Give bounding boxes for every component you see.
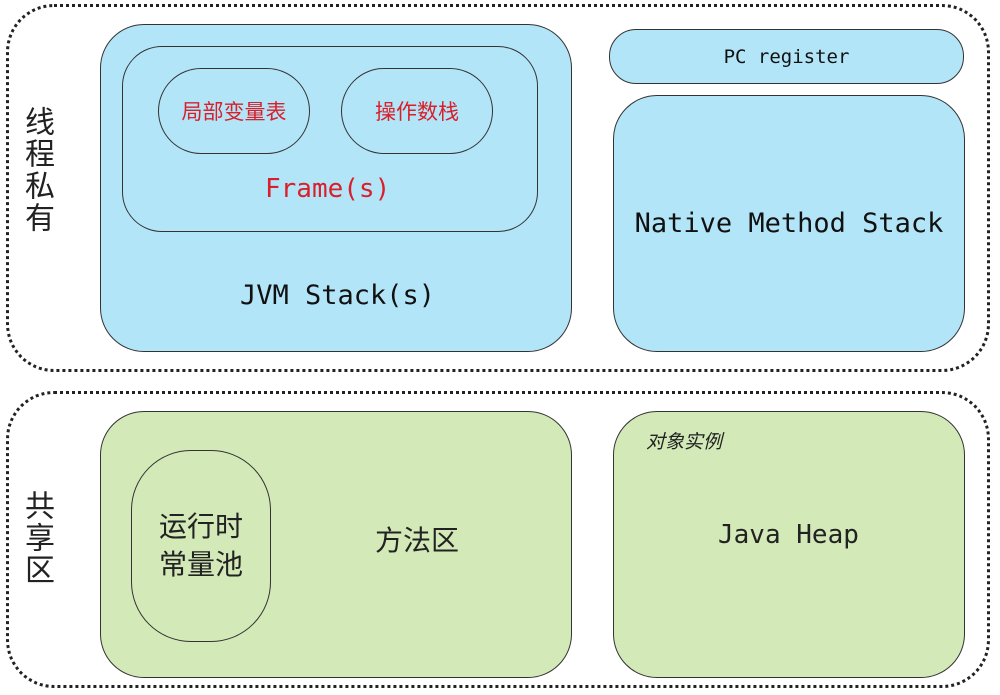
runtime-constant-pool-label: 运行时 常量池 bbox=[158, 510, 243, 581]
native-method-stack-box: Native Method Stack bbox=[613, 95, 965, 352]
operand-stack: 操作数栈 bbox=[341, 68, 493, 154]
operand-stack-label: 操作数栈 bbox=[375, 100, 459, 124]
java-heap-box bbox=[613, 411, 965, 678]
heap-caption: 对象实例 bbox=[646, 431, 723, 453]
frame-box bbox=[122, 46, 538, 232]
thread-private-region bbox=[6, 4, 990, 372]
pc-register-label: PC register bbox=[723, 45, 850, 68]
local-variable-table: 局部变量表 bbox=[158, 68, 310, 154]
shared-label: 共享区 bbox=[19, 490, 54, 586]
local-variable-table-label: 局部变量表 bbox=[181, 100, 287, 124]
frame-label: Frame(s) bbox=[265, 174, 391, 204]
jvm-stack-label: JVM Stack(s) bbox=[240, 280, 436, 311]
thread-private-label: 线程私有 bbox=[19, 106, 54, 234]
pc-register-box: PC register bbox=[609, 29, 964, 84]
runtime-constant-pool: 运行时 常量池 bbox=[131, 450, 271, 642]
native-method-stack-label: Native Method Stack bbox=[634, 208, 944, 239]
java-heap-label: Java Heap bbox=[718, 520, 859, 550]
method-area-label: 方法区 bbox=[375, 524, 460, 557]
shared-region bbox=[6, 391, 990, 688]
